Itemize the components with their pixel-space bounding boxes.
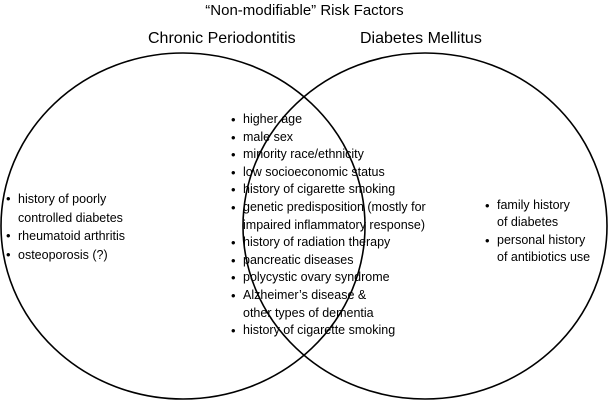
diagram-title: “Non-modifiable” Risk Factors (205, 2, 404, 19)
risk-factor-item: minority race/ethnicity (229, 146, 426, 164)
risk-factor-item: history of cigarette smoking (229, 322, 426, 340)
risk-factor-text: male sex (243, 129, 294, 144)
risk-factor-text: of diabetes (497, 215, 559, 230)
diabetes-only-risk-list: family history of diabetes personal histor… (483, 197, 590, 266)
risk-factor-text: controlled diabetes (18, 210, 123, 225)
chronic-periodontitis-label: Chronic Periodontitis (148, 30, 296, 47)
risk-factor-item: history of radiation therapy (229, 234, 426, 252)
risk-factor-text: history of radiation therapy (243, 235, 391, 250)
risk-factor-item: history of poorly controlled diabetes (4, 190, 125, 227)
risk-factor-item: family history of diabetes (483, 197, 590, 232)
risk-factor-text: osteoporosis (?) (18, 247, 108, 262)
risk-factor-text: pancreatic diseases (243, 252, 354, 267)
risk-factor-text: Alzheimer’s disease & (243, 287, 367, 302)
risk-factor-text: rheumatoid arthritis (18, 229, 125, 244)
risk-factor-text: low socioeconomic status (243, 164, 385, 179)
periodontitis-only-risk-list: history of poorly controlled diabetes rheu… (4, 190, 125, 264)
risk-factor-item: pancreatic diseases (229, 252, 426, 270)
risk-factor-item: genetic predisposition (mostly for impair… (229, 199, 426, 234)
risk-factor-text: history of cigarette smoking (243, 323, 396, 338)
risk-factor-item: rheumatoid arthritis (4, 227, 125, 246)
diabetes-mellitus-label: Diabetes Mellitus (360, 30, 482, 47)
risk-factor-text: personal history (497, 232, 586, 247)
risk-factor-item: polycystic ovary syndrome (229, 269, 426, 287)
risk-factor-item: Alzheimer’s disease & other types of deme… (229, 287, 426, 322)
risk-factor-item: low socioeconomic status (229, 164, 426, 182)
risk-factor-item: personal history of antibiotics use (483, 232, 590, 267)
risk-factor-text: impaired inflammatory response) (243, 217, 426, 232)
shared-risk-list: higher age male sex minority race/ethnicit… (229, 111, 426, 340)
risk-factor-item: male sex (229, 129, 426, 147)
risk-factor-text: family history (497, 198, 570, 212)
risk-factor-text: higher age (243, 112, 303, 126)
risk-factor-text: polycystic ovary syndrome (243, 270, 390, 285)
risk-factor-text: other types of dementia (243, 305, 374, 320)
risk-factor-text: minority race/ethnicity (243, 147, 364, 162)
risk-factor-text: genetic predisposition (mostly for (243, 199, 426, 214)
risk-factor-item: osteoporosis (?) (4, 246, 125, 265)
risk-factor-item: higher age (229, 111, 426, 129)
risk-factor-text: of antibiotics use (497, 249, 591, 264)
risk-factor-text: history of poorly (18, 192, 107, 206)
risk-factor-text: history of cigarette smoking (243, 182, 396, 197)
risk-factor-item: history of cigarette smoking (229, 181, 426, 199)
